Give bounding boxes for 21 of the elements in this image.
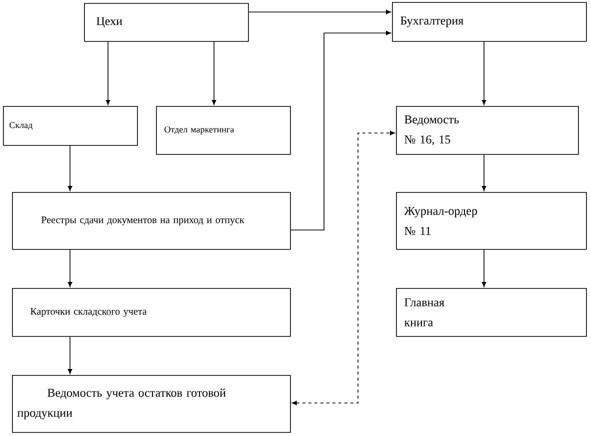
arrow (106, 41, 110, 105)
process-box: Цехи (84, 3, 249, 42)
arrow (482, 154, 486, 191)
arrow (68, 336, 72, 374)
process-box: Бухгалтерия (392, 2, 587, 42)
arrow (68, 145, 72, 191)
process-box: Главная книга (396, 288, 587, 337)
arrow (248, 10, 391, 14)
arrow (292, 130, 395, 406)
process-box: Карточки складского учета (12, 288, 291, 337)
arrow (290, 30, 391, 230)
process-box: Отдел маркетинга (156, 106, 291, 155)
arrow (482, 41, 486, 105)
process-box: Склад (3, 106, 138, 146)
process-box: Ведомость учета остатков готовой продукции (12, 375, 291, 433)
process-box: Журнал-ордер № 11 (396, 192, 587, 250)
process-box: Реестры сдачи документов на приход и отпуск (12, 192, 291, 250)
arrow (212, 41, 216, 105)
arrow (68, 249, 72, 287)
arrow (482, 249, 486, 287)
process-box: Ведомость № 16, 15 (396, 106, 579, 155)
